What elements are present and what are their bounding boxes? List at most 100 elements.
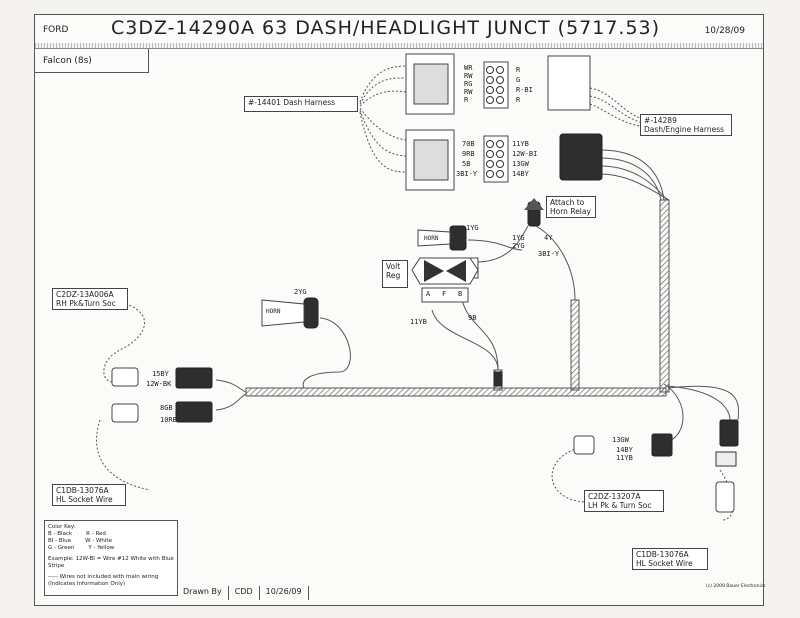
drawn-by-block: Drawn By CDD 10/26/09 — [177, 586, 309, 600]
reg-junction — [493, 371, 503, 387]
callout-rh-turn-part: C2DZ-13A006A — [56, 290, 114, 299]
callout-volt-reg-1: Volt — [386, 262, 401, 271]
diagram-sheet: FORD C3DZ-14290A 63 DASH/HEADLIGHT JUNCT… — [34, 14, 764, 606]
wire-label: RW — [464, 88, 473, 96]
wire-label: 9B — [468, 314, 477, 322]
wire-label: 15BY — [152, 370, 169, 378]
voltage-regulator — [411, 257, 479, 303]
wire-label: 12W-BI — [512, 150, 538, 158]
callout-rh-turn-name: RH Pk&Turn Soc — [56, 299, 116, 308]
wire-label: 14BY — [616, 446, 633, 454]
wire-label: RW — [464, 72, 473, 80]
wire-label: 14BY — [512, 170, 529, 178]
wire-label: 2YG — [512, 242, 525, 250]
harness-riser — [659, 199, 670, 393]
drawn-by-label: Drawn By — [177, 586, 229, 600]
dash-engine-connector — [559, 133, 603, 181]
main-harness-trunk — [245, 387, 667, 397]
lh-turn-plug — [573, 435, 595, 455]
callout-dash-harness: #-14401 Dash Harness — [244, 96, 358, 112]
callout-horn-relay-2: Horn Relay — [550, 207, 591, 216]
reg-terminal: B — [458, 290, 463, 298]
wire-label: R — [516, 96, 521, 104]
color-key-note: ----- Wires not included with main wirin… — [48, 574, 159, 587]
color-code: B - Black — [48, 531, 73, 537]
callout-lh-turn-part: C2DZ-13207A — [588, 492, 641, 501]
model-box: Falcon (8s) — [35, 49, 149, 73]
callout-volt-reg-2: Reg — [386, 271, 401, 280]
title-band — [35, 43, 763, 49]
callout-horn-relay-1: Attach to — [550, 198, 585, 207]
drawn-date: 10/26/09 — [260, 586, 309, 600]
lh-turn-connector — [651, 433, 673, 457]
wire-label: 1YG — [466, 224, 479, 232]
wire-label: R — [464, 96, 469, 104]
wire-label: 11YB — [616, 454, 633, 462]
wire-label: 70B — [462, 140, 475, 148]
horn-left — [261, 299, 305, 327]
color-key-example: Example: 12W-BI = Wire #12 White with Bl… — [48, 556, 174, 569]
color-code: G - Green — [48, 545, 75, 551]
wire-label: 11YB — [410, 318, 427, 326]
wire-label: 13GW — [612, 436, 629, 444]
callout-lh-turn-name: LH Pk & Turn Soc — [588, 501, 652, 510]
wire-label: 8GB — [160, 404, 173, 412]
color-code: W - White — [85, 538, 112, 544]
rh-turn-connector — [175, 367, 213, 389]
drawn-by-initials: CDD — [229, 586, 260, 600]
wire-label: 13GW — [512, 160, 529, 168]
callout-dash-harness-text: #-14401 Dash Harness — [248, 98, 336, 107]
horn-right-label: HORN — [424, 235, 439, 242]
hl-left-plug — [111, 403, 139, 423]
color-key-title: Color Key: — [48, 524, 76, 530]
wire-label: 4Y — [544, 234, 553, 242]
callout-dash-engine-part: #-14289 — [644, 116, 677, 125]
wire-label: R-BI — [516, 86, 533, 94]
callout-hl-right-part: C1DB-13076A — [636, 550, 689, 559]
wire-label: R — [516, 66, 521, 74]
wire-label: 5B — [462, 160, 471, 168]
horn-left-mount — [303, 297, 319, 329]
reg-terminal: A — [426, 290, 431, 298]
relay-branch — [570, 299, 580, 391]
callout-hl-left-part: C1DB-13076A — [56, 486, 109, 495]
wire-label: 1YG — [512, 234, 525, 242]
wire-label: RG — [464, 80, 473, 88]
wire-label: G — [516, 76, 521, 84]
hl-left-connector — [175, 401, 213, 423]
color-code: R - Red — [86, 531, 106, 537]
hl-right-connector — [719, 419, 739, 447]
horn-left-label: HORN — [266, 308, 281, 315]
wire-label: 10RB — [160, 416, 177, 424]
callout-dash-engine-name: Dash/Engine Harness — [644, 125, 725, 134]
diagram-title: C3DZ-14290A 63 DASH/HEADLIGHT JUNCT (571… — [111, 17, 661, 39]
reg-terminal: F — [442, 290, 447, 298]
upper-socket — [547, 55, 591, 111]
color-key-row: BI - Blue W - White — [48, 538, 174, 545]
wire-label: 2YG — [294, 288, 307, 296]
color-code: Y - Yellow — [88, 545, 115, 551]
callout-hl-left-name: HL Socket Wire — [56, 495, 113, 504]
wire-label: WR — [464, 64, 473, 72]
copyright: (c) 2009 Bauer Electronics — [706, 584, 766, 589]
wire-label: 3BI-Y — [456, 170, 478, 178]
horn-right — [417, 229, 451, 247]
color-key-row: G - Green Y - Yellow — [48, 545, 174, 552]
header-date: 10/28/09 — [704, 26, 745, 36]
color-code: BI - Blue — [48, 538, 72, 544]
make-label: FORD — [43, 25, 69, 35]
wire-label: 3BI-Y — [538, 250, 560, 258]
horn-right-mount — [449, 225, 467, 251]
wire-label: 12W-BK — [146, 380, 172, 388]
wire-label: 9RB — [462, 150, 475, 158]
hl-right-plug — [715, 481, 735, 513]
color-key: Color Key: B - Black R - Red BI - Blue W -… — [44, 520, 178, 596]
